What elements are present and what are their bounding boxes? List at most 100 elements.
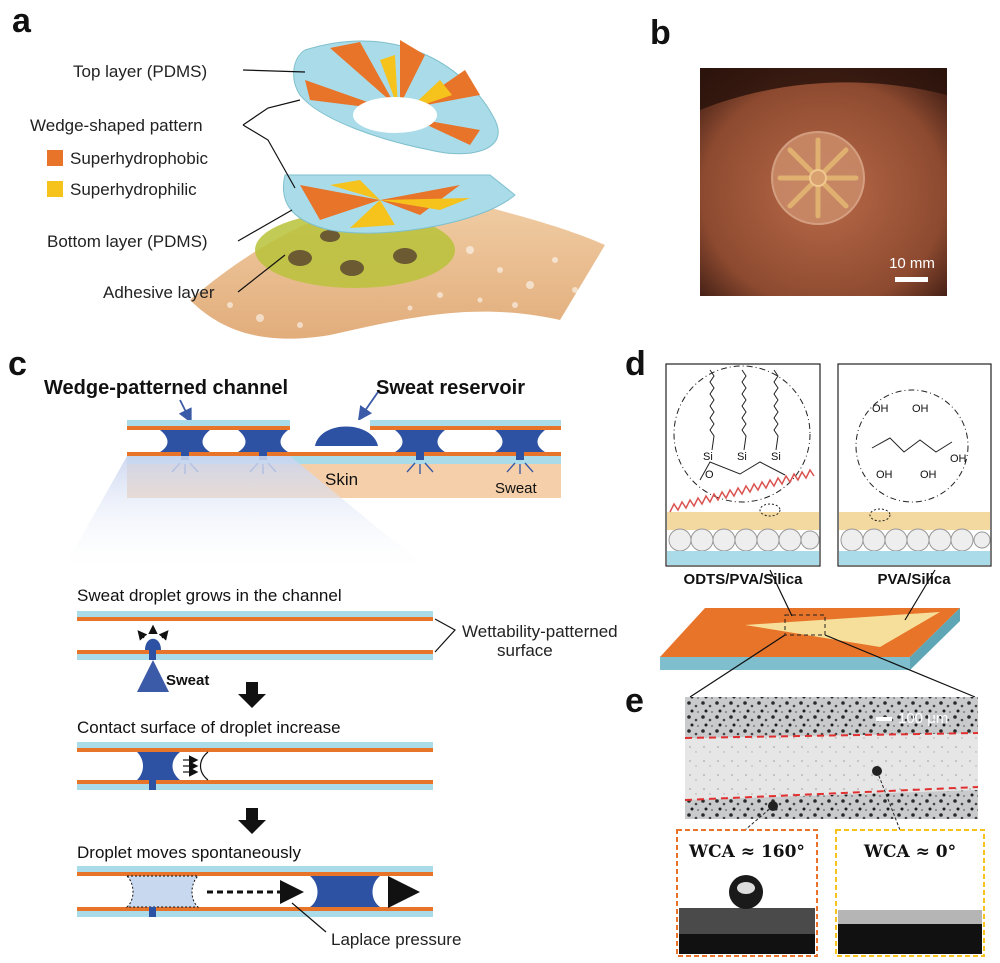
step2-channel [77, 742, 433, 790]
step3-text: Droplet moves spontaneously [77, 843, 301, 862]
chem-oh-2: OH [912, 403, 929, 415]
label-odts-pva-silica: ODTS/PVA/Silica [684, 571, 804, 588]
step1-channel [77, 611, 433, 660]
label-wettability-1: Wettability-patterned [462, 622, 618, 641]
odts-surface-chains [669, 468, 815, 513]
wca-right-base [838, 924, 982, 954]
zoom-wedge [60, 456, 435, 575]
step2-spread-arrows [183, 755, 199, 777]
chem-o: O [705, 469, 714, 481]
legend-hydrophilic: Superhydrophilic [70, 180, 197, 199]
leader-bottom-layer [237, 209, 293, 242]
pva-substrate [839, 551, 990, 565]
pva-silica-spheres [840, 528, 991, 552]
step3-moving-droplet [310, 876, 380, 907]
photo-scale-bar [895, 277, 928, 282]
wca-left-highlight [737, 882, 755, 894]
label-wedge-pattern: Wedge-shaped pattern [30, 116, 203, 135]
panel-label-a: a [12, 2, 32, 40]
pva-backbone [871, 437, 953, 453]
chem-oh-3: OH [876, 469, 893, 481]
wca-right-film [838, 910, 982, 924]
zoom-line-right [824, 634, 976, 698]
step3-ghost-droplet [125, 875, 200, 908]
leader-pva [904, 569, 936, 621]
reservoir-droplet [315, 426, 378, 446]
chem-si-3: Si [771, 451, 781, 463]
label-top-layer: Top layer (PDMS) [73, 62, 207, 81]
wca-left-base [679, 934, 815, 954]
plate-side [910, 608, 960, 670]
photo-background-dark [700, 68, 947, 110]
adhesive-holes [288, 230, 417, 276]
panel-label-c: c [8, 345, 27, 383]
chem-oh-4: OH [920, 469, 937, 481]
plate-front [660, 657, 910, 670]
bottom-wedge-pattern [300, 180, 470, 228]
step2-pore [149, 780, 156, 790]
plate-focus-box [784, 614, 826, 636]
boundary-line-bottom [684, 786, 979, 801]
micrograph-hydrophilic-strip [685, 733, 978, 800]
step1-pore [149, 650, 156, 660]
legend-swatch-hydrophobic [47, 150, 63, 166]
leader-wca-left [744, 805, 774, 831]
chem-oh-1: OH [872, 403, 889, 415]
leader-top-layer [242, 69, 306, 73]
step1-text: Sweat droplet grows in the channel [77, 586, 342, 605]
arrow-to-reservoir [357, 391, 379, 421]
panel-label-e: e [625, 682, 644, 720]
odts-silica-spheres [668, 528, 820, 552]
pva-focus [869, 508, 891, 522]
pva-layer [839, 512, 990, 530]
photo-device-center [809, 169, 827, 187]
zoom-circle-pva [855, 389, 969, 503]
down-arrow-2 [238, 808, 266, 834]
odts-pva-layer [667, 512, 819, 530]
step1-growth-arrows [137, 624, 169, 641]
title-wedge-channel: Wedge-patterned channel [44, 377, 288, 399]
leader-laplace [291, 902, 327, 933]
chem-si-2: Si [737, 451, 747, 463]
zoom-circle-odts [673, 365, 811, 503]
step2-droplet [137, 752, 180, 780]
step3-channel [77, 866, 433, 917]
leader-odts [769, 569, 793, 617]
wca-left-text: WCA ≈ 160° [688, 842, 805, 862]
step1-droplet [145, 638, 161, 650]
zoom-line-left [689, 634, 786, 698]
panel-label-b: b [650, 14, 671, 52]
step2-text: Contact surface of droplet increase [77, 718, 341, 737]
channel-droplets [160, 430, 545, 460]
panel-label-d: d [625, 345, 646, 383]
odts-chains [699, 369, 786, 481]
label-pva-silica: PVA/Silica [877, 571, 951, 588]
chem-si-1: Si [703, 451, 713, 463]
wca-right-text: WCA ≈ 0° [863, 842, 956, 862]
down-arrow-1 [238, 682, 266, 708]
boundary-line-top [684, 732, 979, 739]
plate-hydrophilic-strip [745, 612, 940, 647]
odts-substrate [667, 551, 819, 565]
label-skin: Skin [325, 470, 358, 489]
odts-focus [759, 503, 781, 517]
top-layer-hole [353, 97, 437, 133]
arrow-to-channel [178, 399, 192, 424]
label-bottom-layer: Bottom layer (PDMS) [47, 232, 208, 251]
leader-adhesive-layer [237, 254, 286, 293]
micro-scale-bar [876, 717, 892, 721]
step1-sweat-label: Sweat [166, 672, 209, 689]
photo-scale-label: 10 mm [889, 255, 935, 272]
label-wettability-2: surface [497, 641, 553, 660]
label-sweat-skin: Sweat [495, 480, 538, 497]
title-sweat-reservoir: Sweat reservoir [376, 377, 525, 399]
label-laplace: Laplace pressure [331, 930, 461, 949]
legend-swatch-hydrophilic [47, 181, 63, 197]
leader-wedge-1 [242, 99, 301, 126]
leader-wedge-2 [242, 124, 296, 189]
step3-pore [149, 907, 156, 917]
label-adhesive-layer: Adhesive layer [103, 283, 215, 302]
leader-wettability [434, 618, 456, 653]
skin-droplets [227, 246, 578, 328]
